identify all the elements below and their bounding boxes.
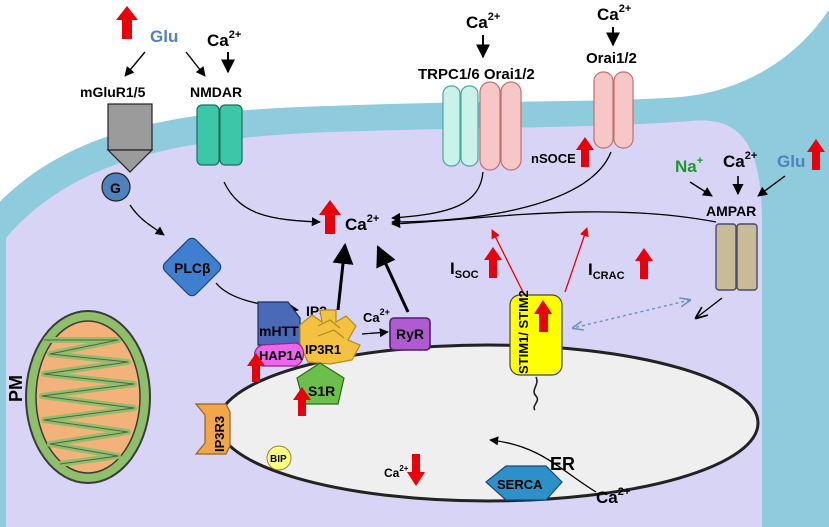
mglur-receptor xyxy=(106,103,154,173)
nmdar-channel xyxy=(196,104,243,166)
mglur-label: mGluR1/5 xyxy=(80,84,146,100)
ca-serca-label: Ca2+ xyxy=(596,486,630,507)
nsoce-up-arrow xyxy=(581,148,589,167)
mhtt-label: mHTT xyxy=(259,323,299,339)
ca-center-up-arrow xyxy=(325,212,335,234)
ca-ampar-label: Ca2+ xyxy=(723,150,757,171)
stim-label: STIM1/ STIM2 xyxy=(516,290,531,374)
glu-left-label: Glu xyxy=(150,27,178,46)
isoc-up-arrow xyxy=(489,258,497,278)
bip-label: BIP xyxy=(270,454,287,465)
ampar-channel xyxy=(715,223,758,291)
serca-label: SERCA xyxy=(497,477,543,492)
s1r-protein xyxy=(296,362,345,405)
ca-nmdar-label: Ca2+ xyxy=(207,29,241,50)
glu-up-arrow-head xyxy=(116,6,138,20)
hap1a-protein xyxy=(253,342,305,367)
serca-pump xyxy=(485,465,563,501)
s1r-up-arrow xyxy=(298,398,306,416)
ca-trpc-label: Ca2+ xyxy=(466,11,500,32)
ip3r3-label: IP3R3 xyxy=(212,416,227,452)
nmdar-label: NMDAR xyxy=(190,84,242,100)
ca-ryr-label: Ca2+ xyxy=(363,307,390,325)
glu-right-label: Glu xyxy=(777,152,805,171)
na-label: Na+ xyxy=(675,155,703,176)
s1r-label: S1R xyxy=(308,383,335,399)
ampar-label: AMPAR xyxy=(706,203,756,219)
er-label: ER xyxy=(550,454,575,474)
g-protein xyxy=(101,172,131,202)
g-protein-label: G xyxy=(110,180,121,196)
endoplasmic-reticulum xyxy=(216,343,760,503)
orai-right-label: Orai1/2 xyxy=(586,50,637,67)
ryr-label: RyR xyxy=(396,326,424,342)
pm-label: PM xyxy=(6,375,26,402)
hap1a-up-arrow xyxy=(252,364,260,382)
hap1a-label: HAP1A xyxy=(259,348,304,363)
ca-er-label: Ca2+ xyxy=(384,464,409,480)
trpc-orai-label: TRPC1/6 Orai1/2 xyxy=(418,66,535,83)
ca-orai-label: Ca2+ xyxy=(597,3,631,24)
icrac-label: ICRAC xyxy=(588,260,625,282)
orai-channel-middle xyxy=(479,81,522,171)
plcb-enzyme xyxy=(162,237,222,297)
orai-channel-right xyxy=(593,71,634,149)
trpc-channel xyxy=(442,85,479,167)
ip3r1-label: IP3R1 xyxy=(305,342,341,357)
ca-center-label: Ca2+ xyxy=(345,213,379,234)
mitochondrion xyxy=(25,310,151,484)
ca-er-down-arrow xyxy=(412,454,420,474)
glu-up-arrow xyxy=(122,17,132,39)
nsoce-label: nSOCE xyxy=(531,151,576,166)
glu-right-up-arrow xyxy=(812,150,820,170)
bip-protein xyxy=(266,445,292,471)
icrac-up-arrow xyxy=(640,259,648,279)
ryr-channel xyxy=(389,317,431,351)
plcb-label: PLCβ xyxy=(174,260,211,276)
isoc-label: ISOC xyxy=(450,259,479,281)
stim-up-arrow xyxy=(539,312,548,332)
ip3r3-receptor xyxy=(194,403,231,455)
stim-protein xyxy=(509,294,563,376)
ip3r1-receptor xyxy=(299,309,361,365)
